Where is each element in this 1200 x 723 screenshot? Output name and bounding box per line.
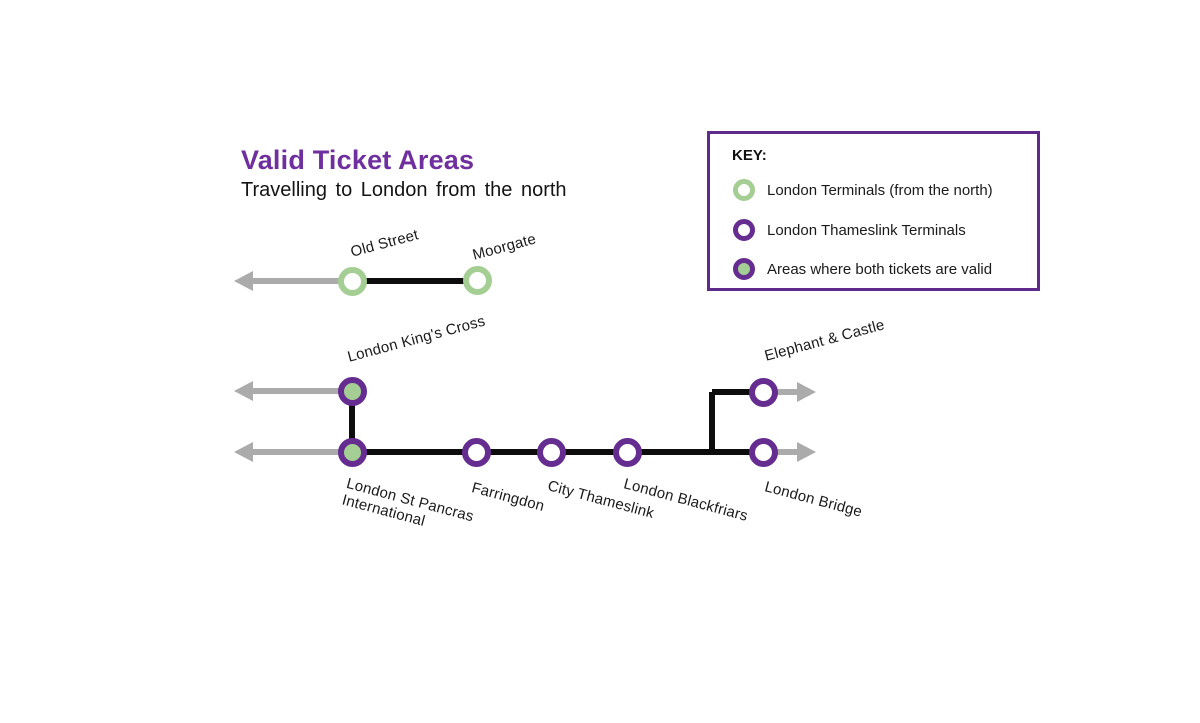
west-arrow-st-pancras-icon — [234, 442, 354, 462]
key-title: KEY: — [732, 147, 767, 164]
key-item-london-terminals: London Terminals (from the north) — [733, 179, 993, 201]
arrowhead-icon — [797, 442, 816, 462]
key-item-label: Areas where both tickets are valid — [767, 260, 993, 278]
arrowhead-icon — [234, 442, 253, 462]
station-dot-moorgate — [463, 266, 492, 295]
track-kings-cross-st-pancras — [349, 391, 355, 452]
arrowhead-icon — [234, 381, 253, 401]
arrow-shaft — [763, 449, 800, 455]
purple-ring-icon — [733, 219, 755, 241]
track-old-street-moorgate — [352, 278, 478, 284]
station-dot-city-thameslink — [537, 438, 566, 467]
station-dot-farringdon — [462, 438, 491, 467]
station-dot-elephant-castle — [749, 378, 778, 407]
east-arrow-london-bridge-icon — [763, 442, 816, 462]
key-box: KEY: London Terminals (from the north) L… — [707, 131, 1040, 291]
track-branch-vertical — [709, 392, 715, 452]
station-label-moorgate: Moorgate — [470, 230, 538, 264]
key-item-thameslink-terminals: London Thameslink Terminals — [733, 219, 966, 241]
station-dot-old-street — [338, 267, 367, 296]
west-arrow-old-street-icon — [234, 271, 354, 291]
arrow-shaft — [250, 388, 354, 394]
station-label-st-pancras: London St Pancras International — [340, 475, 476, 531]
arrow-shaft — [250, 449, 354, 455]
station-label-old-street: Old Street — [348, 226, 421, 261]
key-item-label: London Thameslink Terminals — [767, 221, 966, 239]
arrowhead-icon — [234, 271, 253, 291]
station-dot-st-pancras — [338, 438, 367, 467]
arrow-shaft — [250, 278, 354, 284]
green-ring-icon — [733, 179, 755, 201]
page-subtitle: Travelling to London from the north — [241, 179, 567, 201]
key-item-label: London Terminals (from the north) — [767, 181, 993, 199]
station-dot-blackfriars — [613, 438, 642, 467]
station-dot-kings-cross — [338, 377, 367, 406]
key-item-both-valid: Areas where both tickets are valid — [733, 258, 992, 280]
station-label-london-bridge: London Bridge — [762, 478, 865, 521]
station-label-kings-cross: London King's Cross — [345, 312, 488, 366]
east-arrow-elephant-castle-icon — [763, 382, 816, 402]
station-label-farringdon: Farringdon — [469, 479, 547, 516]
arrowhead-icon — [797, 382, 816, 402]
west-arrow-kings-cross-icon — [234, 381, 354, 401]
station-label-elephant-castle: Elephant & Castle — [762, 316, 887, 365]
purple-green-ring-icon — [733, 258, 755, 280]
station-dot-london-bridge — [749, 438, 778, 467]
arrow-shaft — [763, 389, 800, 395]
page-title: Valid Ticket Areas — [241, 145, 475, 175]
track-branch-to-elephant — [712, 389, 763, 395]
